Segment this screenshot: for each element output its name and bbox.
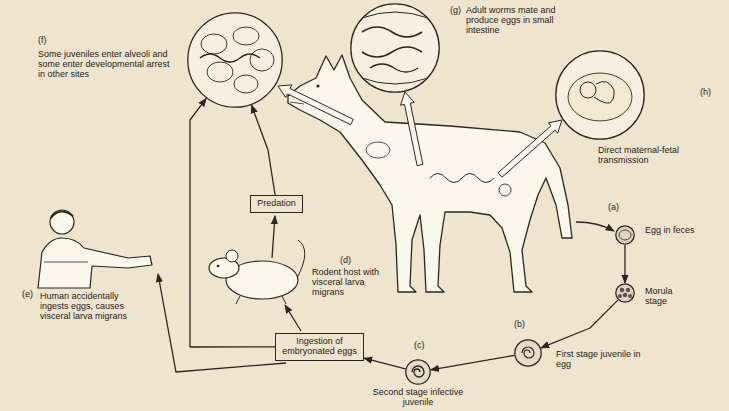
circle-outline: [350, 3, 440, 93]
egg-fill: [406, 360, 430, 384]
cycle-arrow: [541, 300, 618, 348]
egg-fill: [616, 226, 634, 244]
coiled-juvenile: [412, 366, 424, 377]
process-box: Ingestion of embryonated eggs: [275, 333, 364, 361]
alveolus: [201, 34, 227, 54]
callout-letter: (c): [414, 341, 430, 351]
morula-cell: [626, 288, 630, 292]
rodent-legs: [236, 296, 286, 304]
stage-circle: (a)Egg in feces: [615, 225, 635, 245]
dog-eye: [316, 84, 319, 87]
stage-caption: Adult worms mate and produce eggs in sma…: [466, 6, 584, 36]
egg-fill: [616, 284, 634, 302]
stage-caption: Second stage infective juvenile: [368, 388, 468, 408]
circle-outline: [615, 225, 635, 245]
alveolus: [250, 49, 274, 71]
egg-fill: [515, 340, 541, 366]
stage-caption: Morula stage: [645, 287, 697, 307]
stage-caption: Some juveniles enter alveoli and some en…: [38, 50, 174, 80]
callout-letter: (h): [700, 88, 718, 98]
stage-caption: Direct maternal-fetal transmission: [598, 146, 698, 166]
circle-outline: [514, 339, 542, 367]
egg-cell: [619, 230, 631, 240]
adult-worm: [362, 27, 422, 37]
human-hair: [51, 211, 73, 218]
morula-cell: [620, 288, 624, 292]
human-head: [50, 210, 74, 234]
inset-ground: [351, 4, 439, 92]
dog-figure: [288, 55, 572, 292]
inset-arrow: [278, 85, 353, 125]
circle-outline: [615, 283, 635, 303]
circle-outline: [405, 359, 431, 385]
circle-outline: [351, 4, 439, 92]
cycle-arrow: [158, 274, 286, 372]
intestine-wall: [362, 78, 428, 84]
inset-ground: [556, 51, 644, 139]
host-caption: Rodent host with visceral larva migrans: [312, 268, 392, 298]
coiled-juvenile: [522, 347, 534, 358]
sweater-stripe: [44, 262, 88, 263]
circle-outline: [188, 13, 282, 107]
stage-circle: (f)Some juveniles enter alveoli and some…: [187, 12, 283, 108]
stage-caption: First stage juvenile in egg: [556, 350, 656, 370]
dog-fetus: [499, 184, 511, 196]
morula-cell: [623, 293, 627, 297]
callout-letter: (f): [38, 36, 58, 46]
inset-arrow: [401, 92, 423, 166]
box-text: Predation: [256, 199, 297, 209]
cycle-arrow: [285, 305, 301, 331]
callout-letter: (e): [22, 290, 38, 300]
circle-outline: [187, 12, 283, 108]
morula-cell: [618, 294, 622, 298]
dog-mouth: [290, 102, 304, 104]
rodent-tail: [297, 240, 305, 278]
adult-worm: [370, 64, 418, 72]
stage-circle: (b)First stage juvenile in egg: [514, 339, 542, 367]
dog-intestine: [430, 174, 494, 183]
circle-outline: [555, 50, 645, 140]
rodent-ear: [226, 250, 238, 262]
alveolus: [233, 27, 259, 45]
callout-letter: (g): [450, 6, 466, 16]
cycle-arrow: [252, 105, 276, 195]
alveolus: [234, 75, 258, 93]
cycle-arrow: [576, 222, 614, 231]
stage-caption: Egg in feces: [645, 226, 697, 236]
process-box: Predation: [250, 195, 303, 213]
stage-circle: (h)Direct maternal-fetal transmission: [555, 50, 645, 140]
fetus-head: [580, 82, 596, 98]
human-body: [38, 238, 152, 288]
alveolus: [207, 62, 233, 82]
rodent-eye: [217, 265, 220, 268]
circle-outline: [515, 340, 541, 366]
box-text: Ingestion of embryonated eggs: [281, 337, 358, 357]
cycle-arrow: [190, 98, 275, 347]
callout-letter: (a): [608, 203, 624, 213]
circle-outline: [616, 284, 634, 302]
adult-worm: [362, 47, 422, 57]
juvenile-worm: [200, 54, 260, 62]
stage-circle: (g)Adult worms mate and produce eggs in …: [350, 3, 440, 93]
circle-outline: [616, 226, 634, 244]
circle-outline: [406, 360, 430, 384]
cycle-arrow: [272, 216, 275, 258]
cycle-arrow: [624, 245, 625, 283]
morula-cell: [628, 294, 632, 298]
callout-letter: (d): [340, 256, 356, 266]
intestine-wall: [362, 12, 428, 18]
cycle-arrow: [364, 358, 405, 369]
callout-letter: (b): [514, 320, 530, 330]
dog-lung: [366, 142, 390, 158]
fetus-body: [594, 82, 614, 104]
host-caption: Human accidentally ingests eggs, causes …: [40, 292, 142, 322]
cycle-arrow: [431, 355, 514, 369]
uterus: [568, 73, 632, 121]
circle-outline: [556, 51, 644, 139]
stage-circle: Morula stage: [615, 283, 635, 303]
stage-circle: (c)Second stage infective juvenile: [405, 359, 431, 385]
inset-arrow: [498, 120, 562, 177]
inset-ground: [188, 13, 282, 107]
